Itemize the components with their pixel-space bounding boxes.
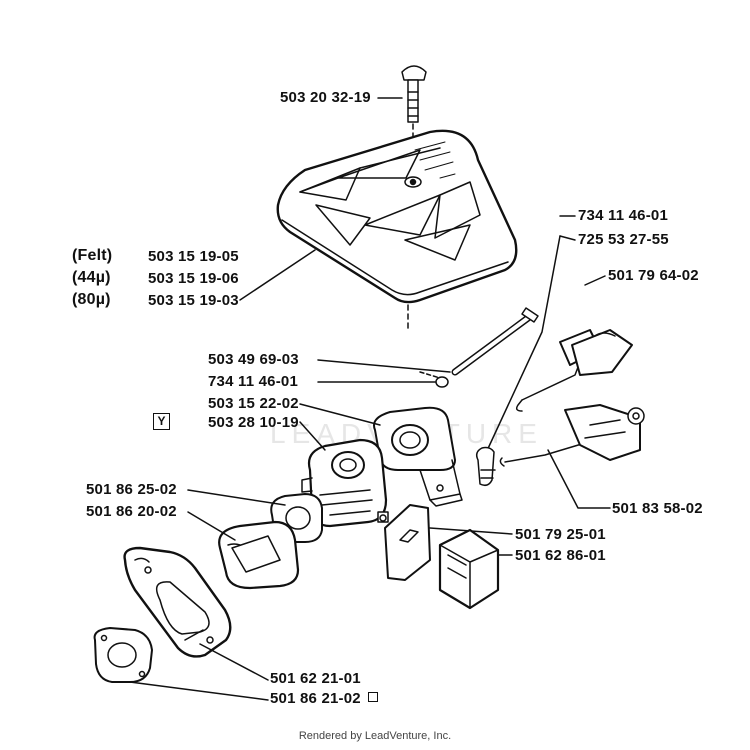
r2-leader [559, 235, 576, 241]
r4-leader [547, 449, 611, 509]
gasket2-leader [187, 511, 236, 541]
label-holder: 503 15 22-02 [208, 395, 299, 412]
filter-leader [239, 249, 316, 301]
label-44-micron: (44µ) [72, 269, 111, 286]
b1-leader [199, 643, 269, 681]
bolt-part [401, 65, 427, 123]
carb-leader [299, 421, 326, 451]
gasket1-leader [187, 489, 286, 506]
label-carburetor: 503 28 10-19 [208, 414, 299, 431]
small-gasket-part [93, 627, 153, 683]
small-square-marker [368, 692, 378, 702]
washer-part [435, 376, 449, 388]
label-gasket-1: 501 86 25-02 [86, 481, 177, 498]
label-right-4: 501 83 58-02 [612, 500, 703, 517]
label-right-5: 501 79 25-01 [515, 526, 606, 543]
label-right-2: 725 53 27-55 [578, 231, 669, 248]
long-screw-part [451, 307, 539, 376]
footer-credit: Rendered by LeadVenture, Inc. [298, 730, 452, 742]
label-80-micron: (80µ) [72, 291, 111, 308]
label-bottom-1: 501 62 21-01 [270, 670, 361, 687]
label-80-micron-part-number: 503 15 19-03 [148, 292, 239, 309]
flat-gasket-part [384, 504, 431, 581]
label-felt-part-number: 503 15 19-05 [148, 248, 239, 265]
label-felt: (Felt) [72, 247, 113, 264]
label-washer: 734 11 46-01 [208, 373, 298, 390]
label-gasket-2: 501 86 20-02 [86, 503, 177, 520]
filter-element-part [438, 528, 500, 610]
label-bolt: 503 20 32-19 [280, 89, 371, 106]
carburetor-holder-part [373, 406, 463, 507]
label-44-micron-part-number: 503 15 19-06 [148, 270, 239, 287]
intake-adapter-part [218, 520, 300, 590]
label-right-6: 501 62 86-01 [515, 547, 606, 564]
label-right-1: 734 11 46-01 [578, 207, 668, 224]
carburetor-part [301, 438, 389, 528]
y-marker: Y [153, 413, 170, 430]
label-bottom-2: 501 86 21-02 [270, 690, 361, 707]
holder-leader [299, 403, 381, 426]
b2-leader [129, 681, 269, 701]
base-plate-part [123, 546, 232, 658]
label-right-3: 501 79 64-02 [608, 267, 699, 284]
screw-leader [317, 359, 451, 373]
label-screw: 503 49 69-03 [208, 351, 299, 368]
r3-leader [584, 275, 606, 286]
choke-linkage [475, 235, 645, 487]
air-filter-cover [276, 129, 518, 304]
